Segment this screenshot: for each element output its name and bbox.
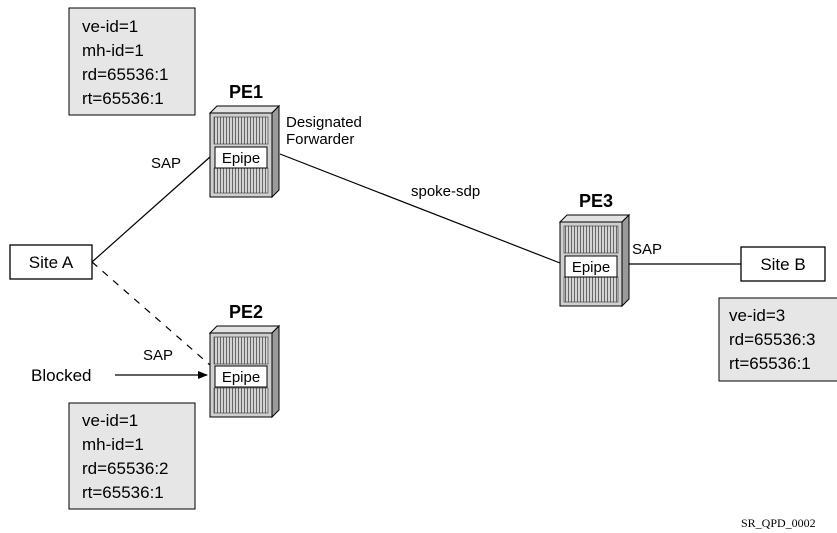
info-line: rd=65536:1 bbox=[82, 65, 169, 84]
designated-forwarder-line2: Forwarder bbox=[286, 131, 354, 148]
info-box-pe2: ve-id=1 mh-id=1 rd=65536:2 rt=65536:1 bbox=[68, 402, 196, 510]
router-grille-bottom bbox=[213, 167, 269, 194]
router-side-face bbox=[271, 104, 280, 199]
site-a: Site A bbox=[9, 244, 93, 280]
info-line: rt=65536:1 bbox=[729, 354, 811, 373]
epipe-box bbox=[214, 365, 268, 388]
sap-label-pe1: SAP bbox=[151, 155, 181, 172]
info-box-pe2-bg bbox=[68, 402, 196, 510]
router-grille-top bbox=[213, 116, 269, 145]
info-line: ve-id=1 bbox=[82, 17, 138, 36]
info-line: rd=65536:2 bbox=[82, 459, 169, 478]
pe3-label: PE3 bbox=[579, 191, 613, 211]
designated-forwarder-line1: Designated bbox=[286, 114, 362, 131]
router-grille-top bbox=[563, 225, 619, 254]
epipe-box bbox=[214, 146, 268, 169]
router-top-face bbox=[208, 105, 281, 114]
router-top-face bbox=[558, 214, 631, 223]
epipe-label: Epipe bbox=[222, 369, 260, 386]
site-b-box bbox=[740, 246, 826, 282]
info-line: rt=65536:1 bbox=[82, 89, 164, 108]
spoke-sdp-label: spoke-sdp bbox=[411, 183, 480, 200]
info-line: rt=65536:1 bbox=[82, 483, 164, 502]
router-pe3: Epipe bbox=[558, 213, 631, 308]
router-grille-bottom bbox=[213, 387, 269, 414]
info-line: rd=65536:3 bbox=[729, 330, 816, 349]
link-site-a-pe2 bbox=[91, 261, 211, 366]
sap-label-pe3: SAP bbox=[632, 241, 662, 258]
sap-label-pe2: SAP bbox=[143, 347, 173, 364]
info-box-pe3: ve-id=3 rd=65536:3 rt=65536:1 bbox=[718, 297, 837, 382]
router-side-face bbox=[271, 324, 280, 419]
epipe-label: Epipe bbox=[222, 150, 260, 167]
link-site-a-pe1 bbox=[91, 156, 211, 263]
router-grille-bottom bbox=[563, 276, 619, 303]
info-line: mh-id=1 bbox=[82, 435, 144, 454]
info-box-pe3-bg bbox=[718, 297, 837, 382]
info-line: mh-id=1 bbox=[82, 41, 144, 60]
router-side-face bbox=[621, 213, 630, 308]
blocked-label: Blocked bbox=[31, 366, 91, 385]
info-line: ve-id=1 bbox=[82, 411, 138, 430]
info-box-pe1-bg bbox=[68, 7, 196, 116]
link-pe1-pe3 bbox=[279, 153, 561, 264]
site-a-label: Site A bbox=[29, 253, 74, 272]
pe2-label: PE2 bbox=[229, 302, 263, 322]
figure-id: SR_QPD_0002 bbox=[741, 516, 816, 530]
router-pe1: Epipe bbox=[208, 104, 281, 199]
epipe-label: Epipe bbox=[572, 259, 610, 276]
epipe-box bbox=[564, 255, 618, 278]
router-grille-top bbox=[213, 336, 269, 365]
info-line: ve-id=3 bbox=[729, 306, 785, 325]
router-pe2: Epipe bbox=[208, 324, 281, 419]
pe1-label: PE1 bbox=[229, 82, 263, 102]
site-a-box bbox=[9, 244, 93, 280]
info-box-pe1: ve-id=1 mh-id=1 rd=65536:1 rt=65536:1 bbox=[68, 7, 196, 116]
router-top-face bbox=[208, 325, 281, 334]
site-b-label: Site B bbox=[760, 255, 805, 274]
site-b: Site B bbox=[740, 246, 826, 282]
